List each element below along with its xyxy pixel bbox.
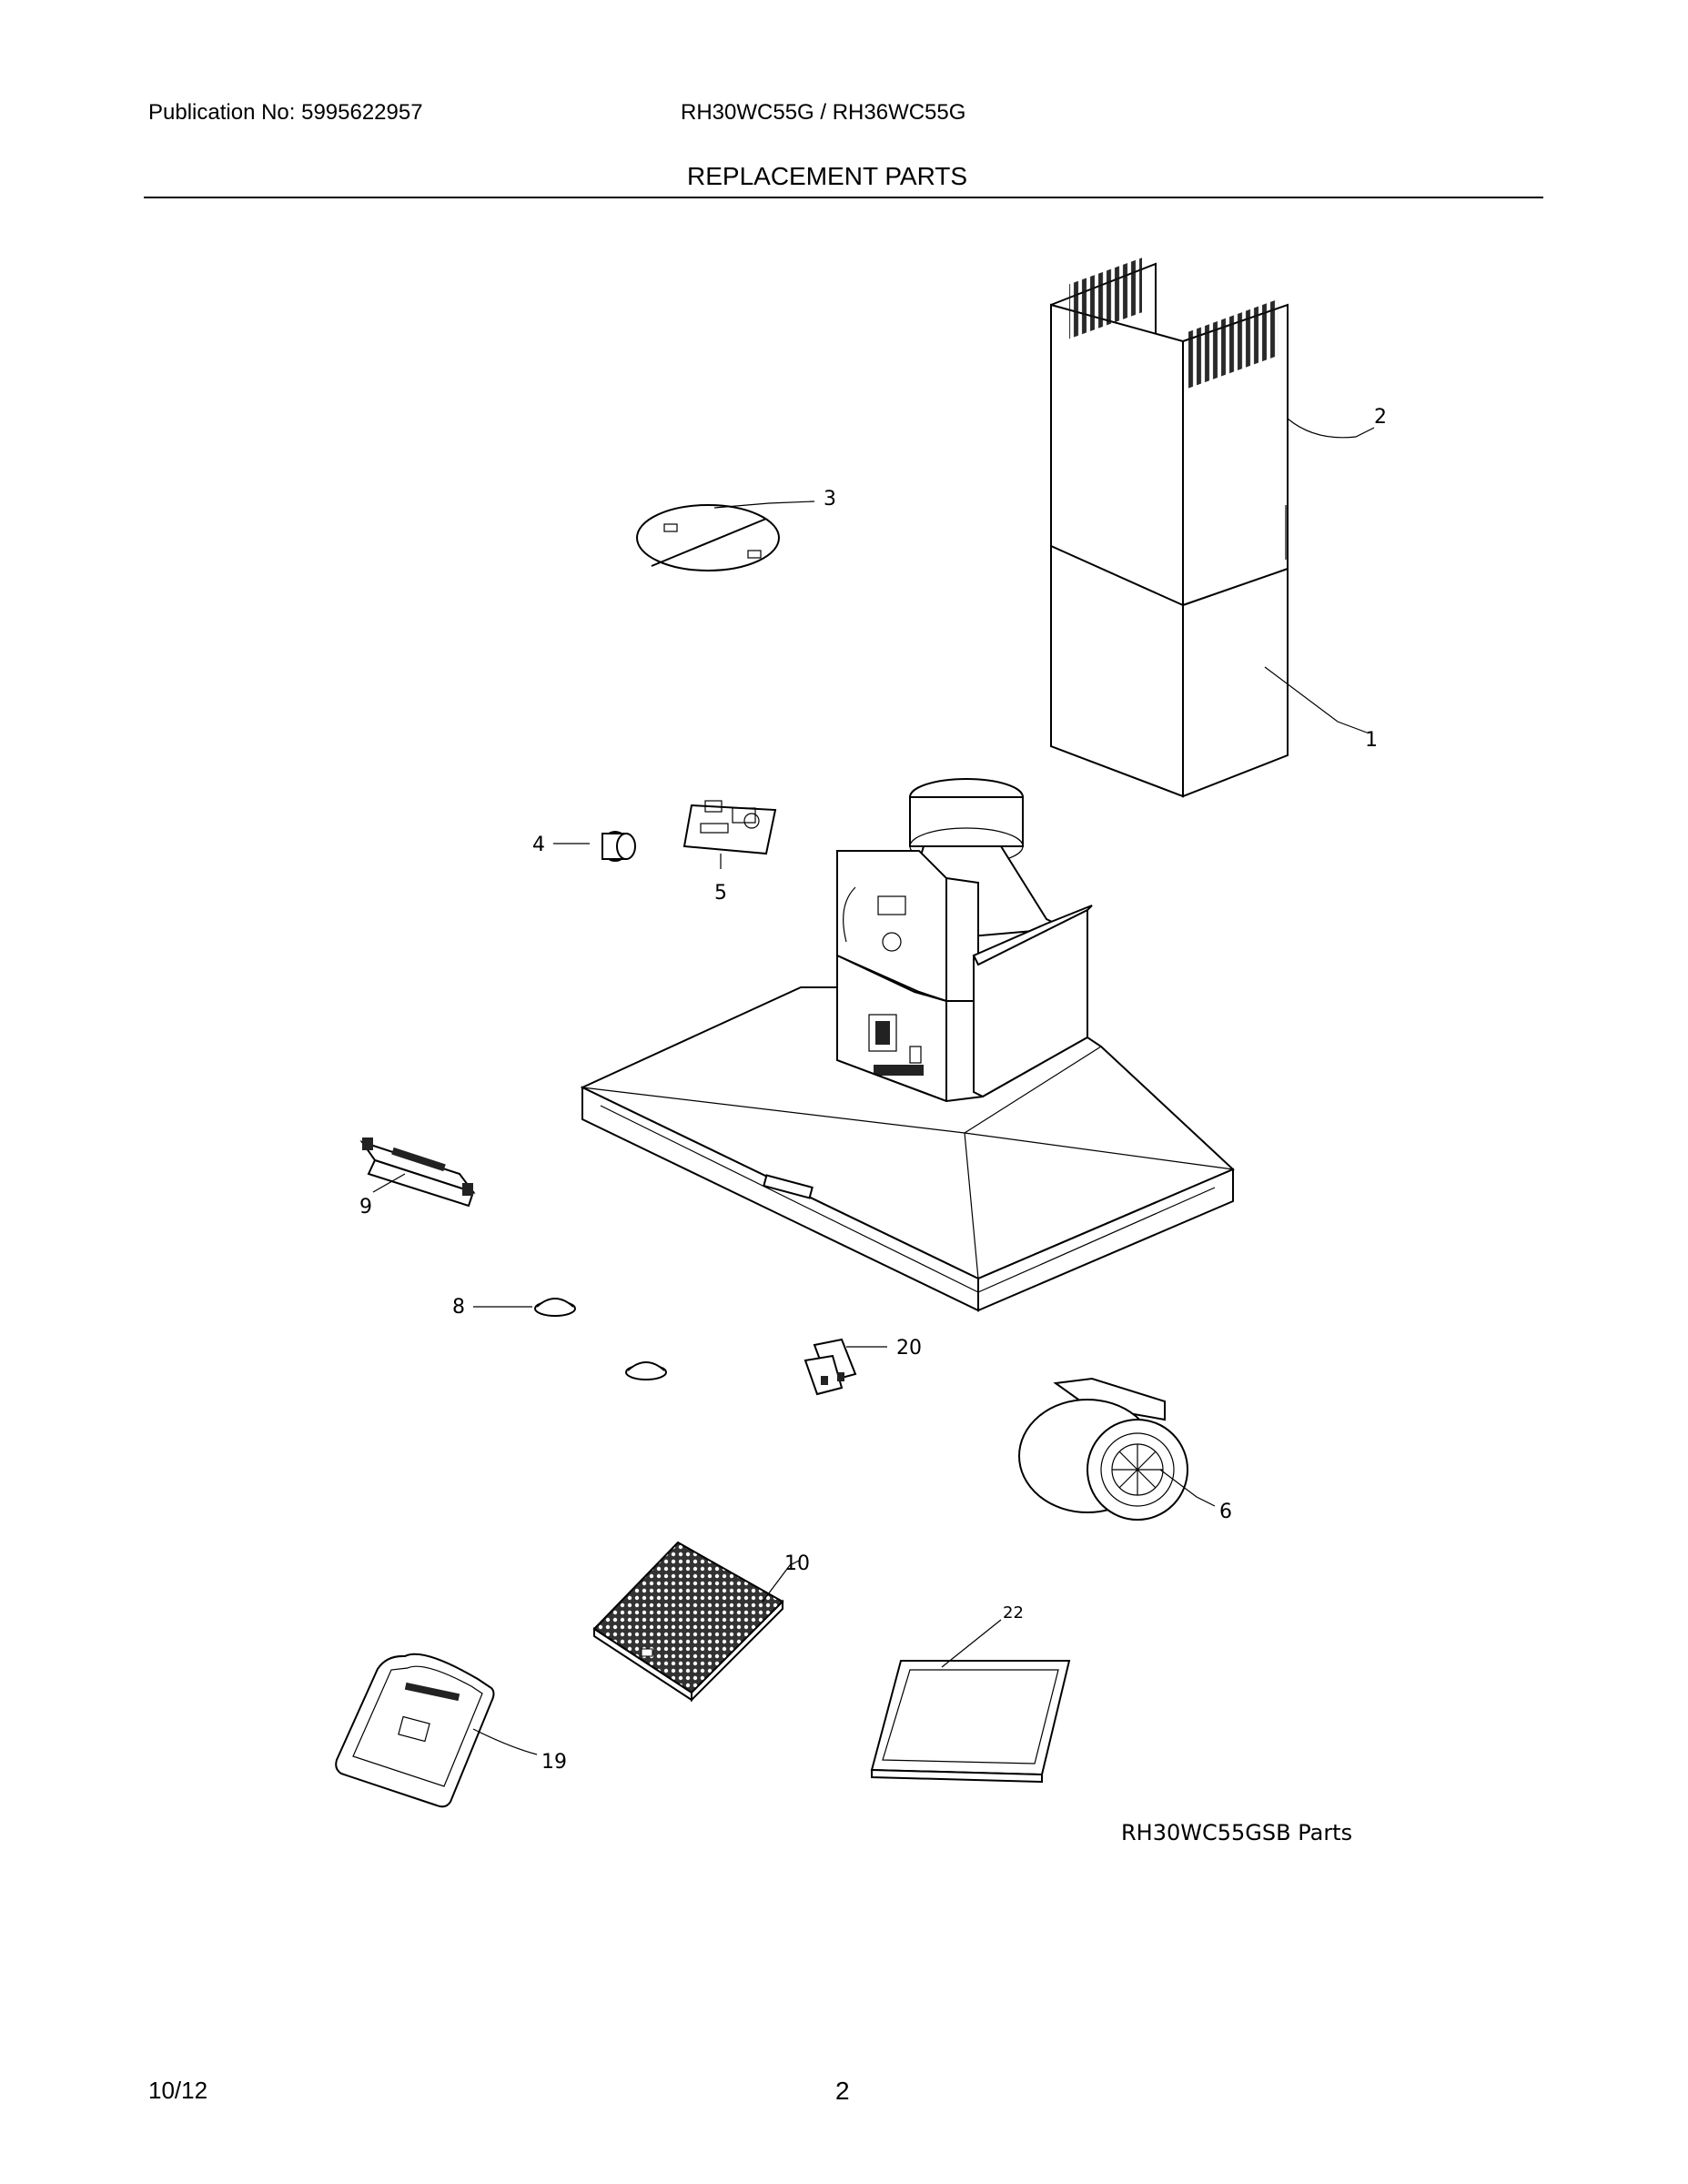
callout-3: 3 xyxy=(824,488,836,511)
callout-1: 1 xyxy=(1365,729,1378,752)
callout-22: 22 xyxy=(1003,1603,1024,1623)
callout-labels: 2 1 3 4 5 6 8 9 10 19 20 22 xyxy=(359,406,1387,1774)
part-light-fixtures xyxy=(534,1298,667,1380)
callout-20: 20 xyxy=(896,1337,922,1360)
publication-number: Publication No: 5995622957 xyxy=(148,100,423,125)
callout-9: 9 xyxy=(359,1196,372,1218)
callout-5: 5 xyxy=(714,882,727,905)
part-capacitor xyxy=(601,831,636,862)
callout-6: 6 xyxy=(1219,1501,1232,1523)
callout-4: 4 xyxy=(532,834,545,856)
callout-10: 10 xyxy=(784,1552,810,1575)
header-rule xyxy=(144,197,1543,198)
part-blower xyxy=(1018,1377,1188,1521)
diagram-caption: RH30WC55GSB Parts xyxy=(1121,1820,1353,1845)
part-damper-plate xyxy=(636,504,780,571)
callout-8: 8 xyxy=(452,1296,465,1319)
part-control-board xyxy=(682,800,777,855)
part-grease-filter xyxy=(592,1541,784,1703)
part-control-panel xyxy=(359,1138,476,1208)
callout-leaders xyxy=(372,418,1375,1755)
part-charcoal-filter xyxy=(870,1660,1071,1784)
part-hood-assembly xyxy=(580,778,1235,1312)
part-chimney-covers xyxy=(1050,258,1289,798)
callout-19: 19 xyxy=(541,1751,567,1774)
page-title: REPLACEMENT PARTS xyxy=(687,162,968,190)
part-literature-bag xyxy=(335,1653,495,1808)
part-socket-bracket xyxy=(804,1338,857,1396)
page-number: 2 xyxy=(835,2077,850,2105)
model-numbers: RH30WC55G / RH36WC55G xyxy=(681,100,966,125)
footer-date: 10/12 xyxy=(148,2077,208,2104)
callout-2: 2 xyxy=(1374,406,1387,429)
